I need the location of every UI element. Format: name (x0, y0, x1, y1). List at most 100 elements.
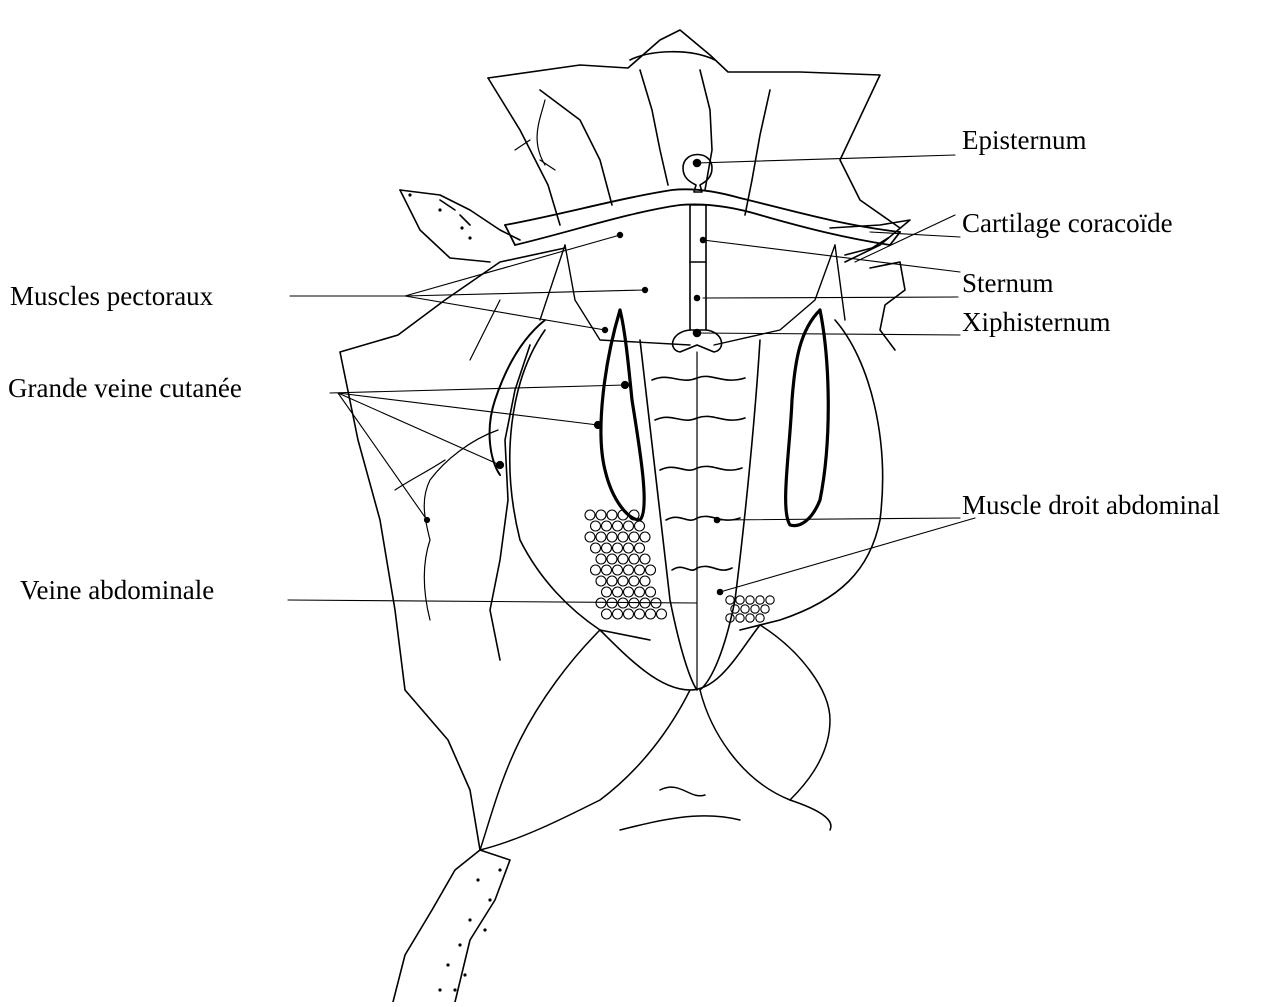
stipple-dot (463, 973, 466, 976)
egg (756, 614, 764, 622)
leader-episternum (697, 155, 955, 163)
stipple-dot (468, 918, 471, 921)
egg (591, 543, 601, 553)
label-muscles-pectoraux: Muscles pectoraux (10, 283, 213, 310)
egg (596, 554, 606, 564)
leader-veine-a (338, 393, 598, 425)
egg (596, 532, 606, 542)
leader-sternum (703, 297, 958, 298)
stipple-dot (446, 963, 449, 966)
egg (746, 614, 754, 622)
stipple-dot (468, 236, 471, 239)
egg (635, 609, 645, 619)
stipple-dot (483, 928, 486, 931)
egg (736, 596, 744, 604)
egg (596, 576, 606, 586)
egg (736, 614, 744, 622)
egg (607, 576, 617, 586)
stipple-dot (476, 878, 479, 881)
egg (657, 609, 667, 619)
egg (746, 596, 754, 604)
leader-sternum-2 (703, 240, 960, 272)
egg (635, 543, 645, 553)
label-grande-veine-cutanee: Grande veine cutanée (8, 375, 242, 402)
label-sternum: Sternum (962, 270, 1054, 297)
egg (602, 609, 612, 619)
egg (751, 605, 759, 613)
stipple-dot (408, 193, 411, 196)
egg (624, 565, 634, 575)
stipple-dot (438, 208, 441, 211)
egg (607, 532, 617, 542)
egg (731, 605, 739, 613)
egg (635, 565, 645, 575)
egg (741, 605, 749, 613)
leader-veine-c (338, 393, 427, 520)
egg (613, 521, 623, 531)
stipple-dot (498, 868, 501, 871)
skin-veins (395, 100, 555, 620)
egg (624, 521, 634, 531)
left-arm (400, 190, 520, 262)
leader-cartilage (870, 232, 960, 237)
egg (591, 521, 601, 531)
stipple-dot (438, 988, 441, 991)
egg (591, 565, 601, 575)
egg (766, 596, 774, 604)
egg (640, 532, 650, 542)
leader-droit-b (720, 518, 975, 592)
leader-droit-a (717, 518, 960, 520)
leader-cartilage-2 (855, 215, 955, 262)
leader-pectoraux-b (405, 290, 645, 296)
egg (613, 609, 623, 619)
stipple-dot (453, 988, 456, 991)
egg (646, 609, 656, 619)
egg (761, 605, 769, 613)
leader-pectoraux-a (405, 235, 620, 296)
egg (646, 587, 656, 597)
egg (640, 576, 650, 586)
leader-xiphisternum (697, 333, 960, 335)
rectus-abdominis (640, 340, 760, 690)
label-veine-abdominale: Veine abdominale (20, 577, 214, 604)
egg (585, 532, 595, 542)
sternum-shape (673, 205, 722, 352)
egg (602, 565, 612, 575)
egg (618, 576, 628, 586)
label-xiphisternum: Xiphisternum (962, 309, 1111, 336)
right-arm (830, 220, 910, 350)
stipple-dot (488, 898, 491, 901)
egg (596, 510, 606, 520)
egg (624, 543, 634, 553)
egg (618, 554, 628, 564)
label-cartilage-coracoide: Cartilage coracoïde (962, 210, 1173, 237)
egg (635, 521, 645, 531)
pectoral-muscles (540, 233, 845, 346)
egg (613, 587, 623, 597)
skin-flap-left (340, 248, 565, 1002)
egg (726, 596, 734, 604)
stipple-dot (460, 226, 463, 229)
egg (596, 598, 606, 608)
egg (646, 565, 656, 575)
egg (629, 576, 639, 586)
egg (613, 543, 623, 553)
egg (624, 587, 634, 597)
egg (618, 532, 628, 542)
label-muscle-droit-abdominal: Muscle droit abdominal (962, 492, 1220, 519)
skin-flap-top (488, 30, 900, 228)
egg-mass (585, 510, 774, 622)
egg (607, 598, 617, 608)
egg (602, 521, 612, 531)
egg (640, 554, 650, 564)
skin-stipple (408, 193, 501, 991)
egg (629, 554, 639, 564)
coracoid-cartilage (505, 189, 900, 245)
egg (613, 565, 623, 575)
egg (756, 596, 764, 604)
egg (629, 532, 639, 542)
egg (624, 609, 634, 619)
egg (602, 543, 612, 553)
label-episternum: Episternum (962, 127, 1086, 154)
